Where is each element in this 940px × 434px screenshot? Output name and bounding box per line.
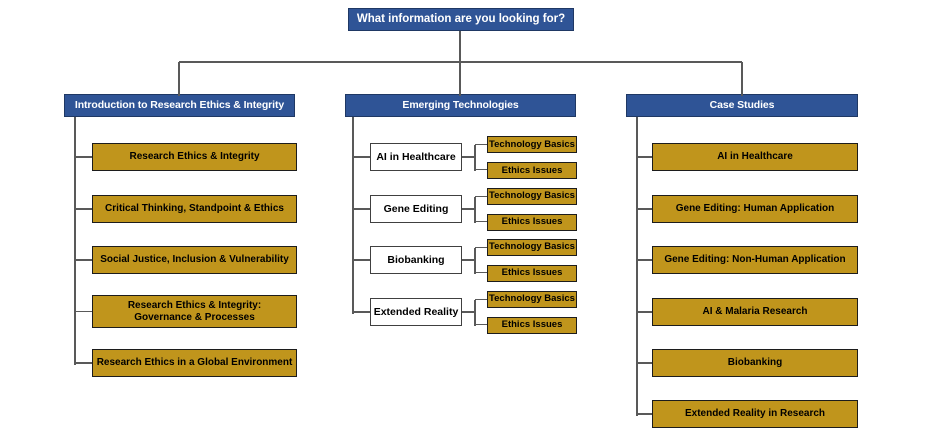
connector-line (459, 62, 461, 96)
connector-line (74, 117, 76, 365)
case-item-gene-editing-non-human[interactable]: Gene Editing: Non-Human Application (652, 246, 858, 274)
connector-line (637, 156, 652, 158)
case-item-gene-editing-human[interactable]: Gene Editing: Human Application (652, 195, 858, 223)
emerging-item-biobanking[interactable]: Biobanking (370, 246, 462, 274)
connector-line (474, 299, 476, 326)
connector-line (474, 196, 476, 223)
emerging-item-gene-editing[interactable]: Gene Editing (370, 195, 462, 223)
connector-line (474, 247, 476, 274)
connector-line (475, 143, 487, 146)
connector-line (741, 62, 743, 96)
connector-line (75, 259, 92, 261)
case-item-extended-reality-research[interactable]: Extended Reality in Research (652, 400, 858, 428)
ai-healthcare-technology-basics[interactable]: Technology Basics (487, 136, 577, 153)
connector-line (637, 413, 652, 415)
branch-header-introduction[interactable]: Introduction to Research Ethics & Integr… (64, 94, 295, 117)
connector-line (474, 144, 476, 171)
connector-line (475, 298, 487, 301)
intro-item-global-environment[interactable]: Research Ethics in a Global Environment (92, 349, 297, 377)
gene-editing-technology-basics[interactable]: Technology Basics (487, 187, 577, 205)
connector-line (475, 168, 487, 171)
branch-header-emerging-technologies[interactable]: Emerging Technologies (345, 94, 576, 117)
connector-line (462, 259, 475, 261)
connector-line (352, 117, 354, 314)
connector-line (637, 311, 652, 313)
intro-item-critical-thinking[interactable]: Critical Thinking, Standpoint & Ethics (92, 195, 297, 223)
branch-header-case-studies[interactable]: Case Studies (626, 94, 858, 117)
connector-line (353, 156, 370, 158)
connector-line (475, 271, 487, 274)
root-question-node[interactable]: What information are you looking for? (348, 8, 574, 31)
connector-line (475, 246, 487, 249)
emerging-item-ai-in-healthcare[interactable]: AI in Healthcare (370, 143, 462, 171)
connector-line (475, 195, 487, 198)
ai-healthcare-ethics-issues[interactable]: Ethics Issues (487, 162, 577, 179)
connector-line (75, 208, 92, 210)
connector-line (637, 259, 652, 261)
biobanking-ethics-issues[interactable]: Ethics Issues (487, 264, 577, 282)
connector-line (462, 208, 475, 210)
connector-line (462, 156, 475, 158)
connector-line (636, 117, 638, 416)
connector-line (637, 208, 652, 210)
connector-line (459, 31, 461, 64)
connector-line (462, 311, 475, 313)
connector-line (75, 156, 92, 158)
connector-line (75, 362, 92, 364)
case-item-biobanking[interactable]: Biobanking (652, 349, 858, 377)
case-item-ai-malaria-research[interactable]: AI & Malaria Research (652, 298, 858, 326)
extended-reality-technology-basics[interactable]: Technology Basics (487, 290, 577, 308)
connector-line (475, 220, 487, 223)
connector-line (353, 311, 370, 313)
intro-item-research-ethics-integrity[interactable]: Research Ethics & Integrity (92, 143, 297, 171)
connector-line (178, 62, 180, 96)
connector-line (637, 362, 652, 364)
intro-item-social-justice[interactable]: Social Justice, Inclusion & Vulnerabilit… (92, 246, 297, 274)
biobanking-technology-basics[interactable]: Technology Basics (487, 238, 577, 256)
emerging-item-extended-reality[interactable]: Extended Reality (370, 298, 462, 326)
extended-reality-ethics-issues[interactable]: Ethics Issues (487, 316, 577, 334)
case-item-ai-in-healthcare[interactable]: AI in Healthcare (652, 143, 858, 171)
gene-editing-ethics-issues[interactable]: Ethics Issues (487, 213, 577, 231)
connector-line (353, 208, 370, 210)
connector-line (75, 310, 92, 313)
connector-line (353, 259, 370, 261)
intro-item-governance-processes[interactable]: Research Ethics & Integrity: Governance … (92, 295, 297, 328)
connector-line (475, 323, 487, 326)
